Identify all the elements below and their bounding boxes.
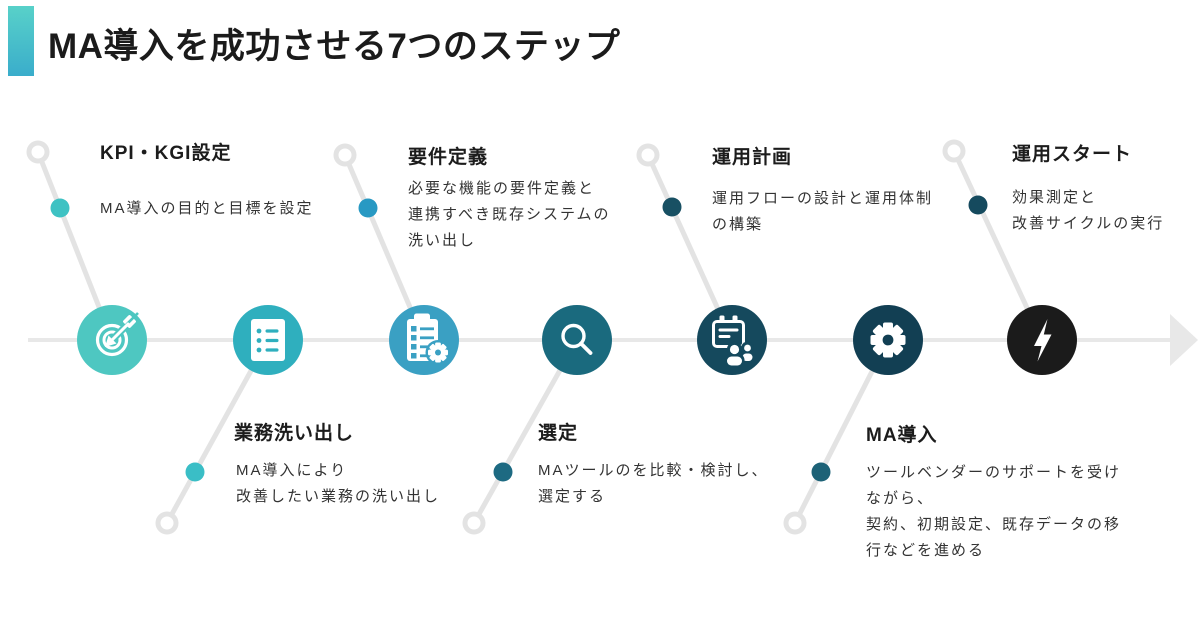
connector-dot: [50, 198, 70, 218]
clipboard-gear-icon: [407, 313, 451, 365]
step-2-desc: MA導入により 改善したい業務の洗い出し: [236, 462, 441, 505]
arrow-head-icon: [1170, 314, 1198, 366]
connector-ring: [462, 511, 486, 535]
connector-ring: [942, 139, 966, 163]
connector-ring: [26, 140, 50, 164]
step-2-title: 業務洗い出し: [234, 423, 355, 444]
step-1-desc: MA導入の目的と目標を設定: [100, 200, 314, 217]
connector-dot: [358, 198, 378, 218]
gear-icon: [870, 322, 906, 358]
connector-dot: [493, 462, 513, 482]
step-circle-6: [853, 305, 923, 375]
target-icon: [95, 312, 139, 357]
connector-dot: [662, 197, 682, 217]
connector-dot: [811, 462, 831, 482]
connector-ring: [783, 511, 807, 535]
step-6-title: MA導入: [866, 425, 938, 446]
checklist-document-icon: [251, 319, 285, 361]
step-1-title: KPI・KGI設定: [100, 143, 232, 164]
title-accent-bar: [8, 6, 34, 76]
step-7-desc: 効果測定と 改善サイクルの実行: [1012, 189, 1165, 232]
connector-dot: [968, 195, 988, 215]
step-circle-5: [697, 305, 767, 375]
step-6-desc: ツールベンダーのサポートを受け ながら、 契約、初期設定、既存データの移 行など…: [866, 464, 1122, 559]
step-circle-2: [233, 305, 303, 375]
step-circle-3: [389, 305, 459, 375]
step-4-title: 選定: [538, 423, 579, 444]
step-circle-7: [1007, 305, 1077, 375]
training-board-icon: [712, 315, 755, 367]
connector-ring: [155, 511, 179, 535]
step-circle-4: [542, 305, 612, 375]
step-5-desc: 運用フローの設計と運用体制 の構築: [712, 190, 934, 233]
step-3-desc: 必要な機能の要件定義と 連携すべき既存システムの 洗い出し: [408, 180, 611, 249]
search-icon: [561, 323, 593, 355]
connector-ring: [333, 143, 357, 167]
step-7-title: 運用スタート: [1012, 144, 1133, 165]
lightning-icon: [1034, 319, 1052, 362]
step-5-title: 運用計画: [712, 147, 793, 168]
connector-dot: [185, 462, 205, 482]
step-3-title: 要件定義: [408, 147, 489, 168]
connector-ring: [636, 143, 660, 167]
step-circle-1: [77, 305, 147, 375]
step-4-desc: MAツールのを比較・検討し、 選定する: [538, 462, 769, 505]
page-title: MA導入を成功させる7つのステップ: [48, 27, 621, 66]
